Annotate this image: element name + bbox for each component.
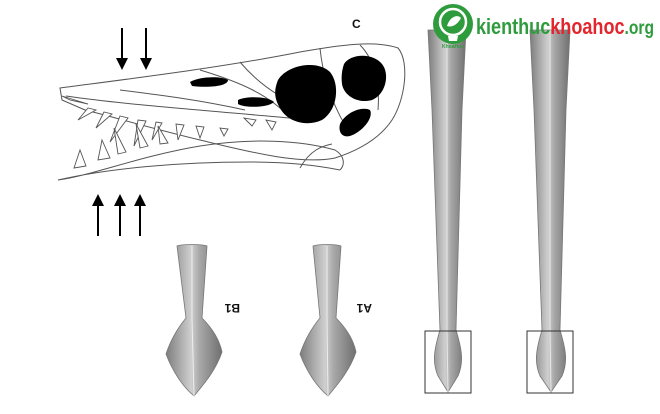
watermark: KhoaHoc kienthuckhoahoc.org <box>433 4 654 50</box>
watermark-name-b: khoahoc <box>550 14 624 39</box>
skull-fenestrae <box>190 55 387 137</box>
label-c: C <box>352 17 361 31</box>
highlight-box-1 <box>424 330 472 394</box>
arrows <box>92 28 152 236</box>
label-a1: A1 <box>356 301 372 315</box>
tooth-a1 <box>299 244 357 397</box>
watermark-name-a: kienthuc <box>476 14 550 39</box>
skull-outline <box>59 43 406 161</box>
long-tooth-2 <box>529 29 571 393</box>
tooth-b1 <box>165 244 223 397</box>
label-b1: B1 <box>224 301 240 315</box>
arrow-icon <box>92 194 104 236</box>
lower-jaw <box>57 140 344 181</box>
arrow-icon <box>140 28 152 70</box>
watermark-domain: .org <box>625 18 654 39</box>
upper-jaw-line <box>65 95 291 119</box>
orbit <box>341 55 387 102</box>
naris-opening <box>190 77 228 87</box>
bulb-leaf-icon: KhoaHoc <box>433 4 473 50</box>
arrow-icon <box>114 194 126 236</box>
arrow-icon <box>134 194 146 236</box>
watermark-site: kienthuckhoahoc.org <box>476 14 654 39</box>
arrow-icon <box>116 28 128 70</box>
antorbital-fenestra <box>275 65 337 124</box>
antorbital-small <box>238 97 274 107</box>
highlight-box-2 <box>526 330 574 394</box>
logo-brand-text: KhoaHoc <box>442 44 464 50</box>
temporal-fenestra <box>339 108 371 137</box>
long-tooth-1 <box>427 29 467 393</box>
skull-teeth <box>61 95 277 169</box>
skull-drawing <box>57 43 406 181</box>
